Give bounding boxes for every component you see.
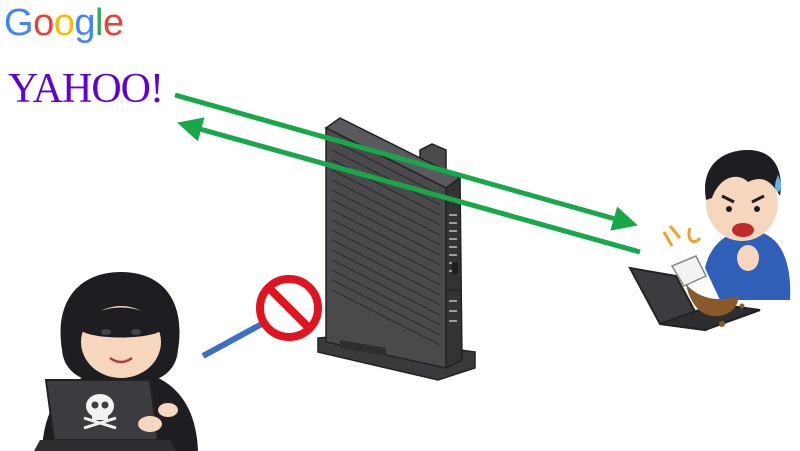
google-letter: e	[102, 2, 124, 44]
yahoo-logo: YAHOO!	[8, 66, 164, 112]
google-letter: l	[94, 2, 103, 44]
traffic-arrow-outbound	[174, 92, 638, 231]
google-letter: g	[74, 2, 95, 44]
prohibited-icon	[256, 275, 322, 341]
laptop-icon	[628, 266, 761, 332]
google-letter: o	[33, 2, 54, 44]
skull-icon	[83, 394, 117, 430]
panicked-user-icon	[662, 150, 791, 300]
spilled-coffee-icon	[670, 255, 745, 327]
google-letter: G	[4, 2, 34, 44]
google-logo: Google	[4, 4, 124, 42]
traffic-arrow-inbound	[177, 117, 641, 255]
google-letter: o	[53, 2, 75, 44]
